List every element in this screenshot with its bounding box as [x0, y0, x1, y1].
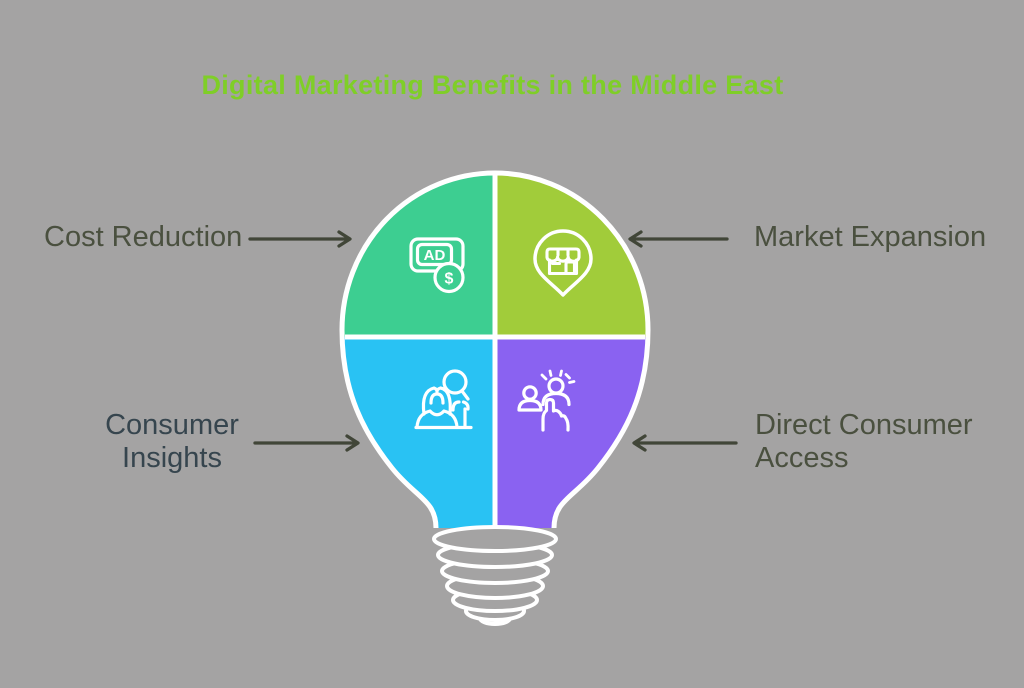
label-direct-consumer-access-line2: Access [755, 442, 849, 474]
label-consumer-insights-line2: Insights [122, 442, 222, 474]
label-direct-consumer-access: Direct Consumer Access [755, 409, 973, 475]
label-market-expansion: Market Expansion [754, 221, 987, 253]
label-consumer-insights: Consumer Insights [57, 409, 287, 475]
arrow-market-expansion [628, 230, 729, 248]
quadrant-icons: AD $ [409, 229, 593, 432]
label-cost-reduction: Cost Reduction [44, 221, 243, 253]
quadrant-dividers [345, 175, 645, 527]
dollar-glyph: $ [445, 271, 454, 288]
label-direct-consumer-access-line1: Direct Consumer [755, 409, 973, 441]
screw-base-icon [432, 525, 558, 626]
people-pointer-icon [517, 369, 576, 432]
storefront-pin-icon [533, 229, 593, 297]
connector-arrows [248, 230, 738, 452]
quadrant-direct-consumer-access [495, 337, 648, 528]
ad-glyph: AD [424, 247, 446, 264]
person-magnifier-icon [414, 369, 473, 430]
arrow-consumer-insights [253, 434, 360, 452]
quadrant-market-expansion [495, 173, 648, 337]
page-title: Digital Marketing Benefits in the Middle… [201, 70, 784, 100]
ad-dollar-icon: AD $ [409, 237, 465, 294]
bulb-glass-outline [339, 170, 651, 529]
label-consumer-insights-line1: Consumer [105, 409, 239, 441]
arrow-cost-reduction [248, 230, 352, 248]
arrow-direct-consumer-access [632, 434, 738, 452]
quadrant-consumer-insights [342, 337, 495, 528]
